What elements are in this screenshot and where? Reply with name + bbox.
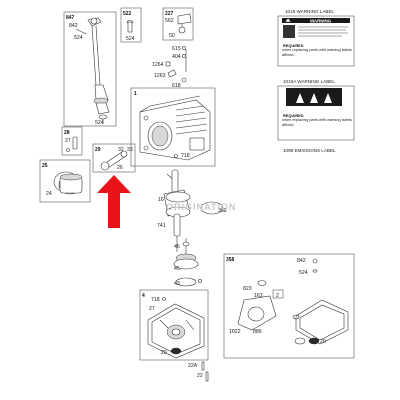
callout-524c: 524 [299,270,308,276]
callout-847: 847 [66,15,75,21]
callout-4: 4 [142,293,145,299]
warning-label-1019a-title: 1019A WARNING LABEL [283,79,335,84]
callout-2: 2 [276,293,279,299]
group-1-cylinder: 1 718 [130,87,216,167]
callout-16: 16 [158,197,164,203]
group-25-box [39,159,91,203]
callout-741: 741 [157,223,166,229]
callout-28: 28 [64,130,70,136]
group-227: 227 562 50 [162,7,194,41]
warning-1019a-required: REQUIRED [283,113,304,118]
group-22-bolts: 22A 22 [188,361,209,382]
callout-32: 32 [118,147,124,153]
crankshaft: 16 741 358 [157,169,227,252]
group-25-piston: 25 24 [39,159,91,203]
callout-46: 46 [174,244,180,250]
callout-1022: 1022 [229,329,241,335]
callout-33: 33 [127,147,133,153]
callout-27b: 27 [149,306,155,312]
watermark: ORIGINATION [166,202,236,212]
group-847-box [63,11,117,127]
callout-358b: 358 [226,257,235,263]
callout-29: 29 [95,147,101,153]
group-1-box [130,87,216,167]
callout-524a: 524 [74,35,83,41]
group-522: 522 524 [120,7,142,43]
group-4-box [139,289,209,361]
group-28: 28 27 [61,126,83,156]
warning-1019-required: REQUIRED [283,43,304,48]
group-522-box [120,7,142,43]
callout-45: 45 [174,266,180,272]
group-4-sump: 4 718 27 20 [139,289,209,361]
group-small-parts: 615 404 1264 1263 618 [152,46,187,89]
warning-label-1019-title: 1019 WARNING LABEL [285,9,335,14]
callout-718b: 718 [151,297,160,303]
callout-886: 886 [253,329,262,335]
group-28-box [61,126,83,156]
callout-718a: 718 [181,153,190,159]
callout-25: 25 [42,163,48,169]
warning-1019a-required-text: when replacing parts with warning labels… [282,118,352,127]
callout-562: 562 [165,18,174,24]
callout-1264: 1264 [152,62,164,68]
head-gasket [237,295,277,331]
warning-triangle-icon [284,17,292,23]
callout-522: 522 [123,11,132,17]
callout-26: 26 [117,165,123,171]
callout-227: 227 [165,11,174,17]
warning-label-1019a: 1019A WARNING LABEL REQUIRED when replac… [277,79,355,141]
group-358-gasket-set: 358 842 524 823 163 2 1022 886 20 [223,253,355,359]
callout-404: 404 [172,54,181,60]
callout-1: 1 [134,91,137,97]
group-29-box [92,143,136,173]
callout-50: 50 [169,33,175,39]
callout-1263: 1263 [154,73,166,79]
callout-358a: 358 [218,208,227,214]
callout-20a: 20 [161,350,167,356]
group-29-conrod: 29 32 33 26 [92,143,136,173]
emissions-label-1099: 1099 EMISSIONS LABEL [283,148,336,153]
hazard-symbol-icon [296,93,332,103]
group-847-dipstick: 847 842 524 524 [63,11,117,127]
callout-43: 43 [174,281,180,287]
red-arrow-icon [97,175,131,228]
callout-823: 823 [243,286,252,292]
callout-615: 615 [172,46,181,52]
callout-24: 24 [46,191,52,197]
callout-163: 163 [254,293,263,299]
callout-22: 22 [197,373,203,379]
cam-gear: 46 45 43 [173,238,202,287]
warning-label-1019: 1019 WARNING LABEL WARNING REQUIRED when… [277,9,355,67]
warning-word: WARNING [310,19,332,24]
callout-22a: 22A [188,363,198,369]
callout-618: 618 [172,83,181,89]
callout-842: 842 [69,23,78,29]
callout-20b: 20 [320,339,326,345]
callout-842b: 842 [297,258,306,264]
callout-524b-tube: 524 [95,120,104,126]
group-227-box [162,7,194,41]
sump-gasket [295,299,349,345]
fill-tube-base [94,84,109,101]
callout-524-oring: 524 [126,36,135,42]
callout-27a: 27 [65,138,71,144]
warning-1019-required-text: when replacing parts with warning labels… [282,48,352,57]
group-358-box [223,253,355,359]
